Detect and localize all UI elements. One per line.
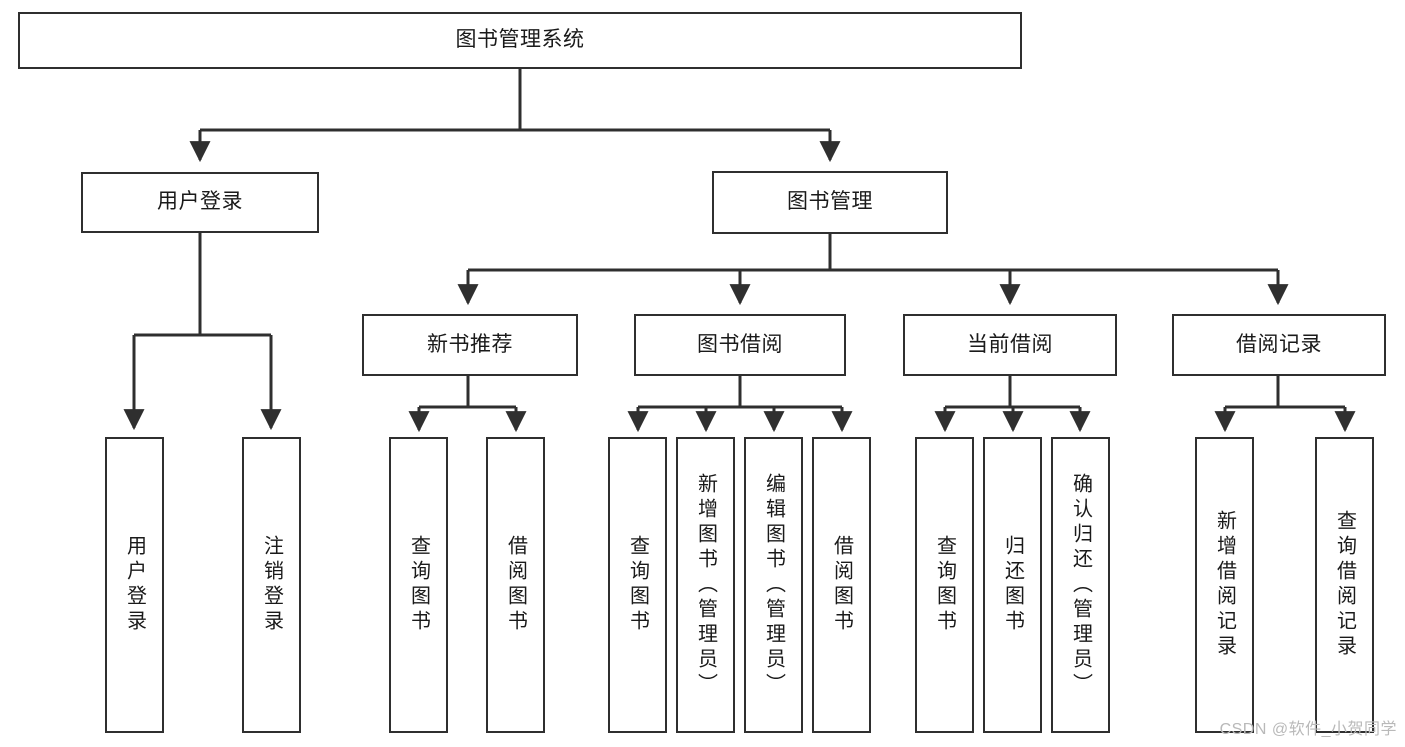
node-label: 当前借阅 <box>967 332 1053 356</box>
node-leaf-query-book-recommend[interactable]: 查询图书 <box>389 437 448 733</box>
node-label: 查询借阅记录 <box>1333 510 1356 660</box>
node-label: 归还图书 <box>1001 535 1024 635</box>
node-label: 查询图书 <box>626 535 649 635</box>
node-label: 新增图书（管理员） <box>694 472 717 698</box>
node-label: 图书借阅 <box>697 332 783 356</box>
node-label: 查询图书 <box>933 535 956 635</box>
node-leaf-user-logout[interactable]: 注销登录 <box>242 437 301 733</box>
node-leaf-add-book[interactable]: 新增图书（管理员） <box>676 437 735 733</box>
node-leaf-borrow-book[interactable]: 借阅图书 <box>812 437 871 733</box>
node-label: 注销登录 <box>260 535 283 635</box>
node-leaf-query-book-current[interactable]: 查询图书 <box>915 437 974 733</box>
node-book-management[interactable]: 图书管理 <box>712 171 948 234</box>
node-leaf-add-borrow-record[interactable]: 新增借阅记录 <box>1195 437 1254 733</box>
node-label: 借阅图书 <box>504 535 527 635</box>
node-label: 借阅图书 <box>830 535 853 635</box>
node-borrow-record[interactable]: 借阅记录 <box>1172 314 1386 376</box>
node-label: 新增借阅记录 <box>1213 510 1236 660</box>
node-label: 图书管理系统 <box>455 28 585 52</box>
watermark-text: CSDN @软件_小贺同学 <box>1219 721 1397 738</box>
node-leaf-query-borrow-record[interactable]: 查询借阅记录 <box>1315 437 1374 733</box>
node-label: 图书管理 <box>787 190 873 214</box>
node-leaf-edit-book[interactable]: 编辑图书（管理员） <box>744 437 803 733</box>
node-label: 确认归还（管理员） <box>1069 472 1092 698</box>
node-new-book-recommend[interactable]: 新书推荐 <box>362 314 578 376</box>
node-current-borrow[interactable]: 当前借阅 <box>903 314 1117 376</box>
node-label: 用户登录 <box>123 535 146 635</box>
node-leaf-user-login[interactable]: 用户登录 <box>105 437 164 733</box>
node-leaf-query-book-borrow[interactable]: 查询图书 <box>608 437 667 733</box>
node-label: 借阅记录 <box>1236 332 1322 356</box>
node-root-book-management-system[interactable]: 图书管理系统 <box>18 12 1022 69</box>
node-leaf-confirm-return[interactable]: 确认归还（管理员） <box>1051 437 1110 733</box>
node-leaf-borrow-book-recommend[interactable]: 借阅图书 <box>486 437 545 733</box>
node-label: 查询图书 <box>407 535 430 635</box>
node-label: 新书推荐 <box>427 332 513 356</box>
node-book-borrow[interactable]: 图书借阅 <box>634 314 846 376</box>
node-leaf-return-book[interactable]: 归还图书 <box>983 437 1042 733</box>
node-user-login[interactable]: 用户登录 <box>81 172 319 233</box>
node-label: 编辑图书（管理员） <box>762 472 785 698</box>
node-label: 用户登录 <box>157 190 243 214</box>
